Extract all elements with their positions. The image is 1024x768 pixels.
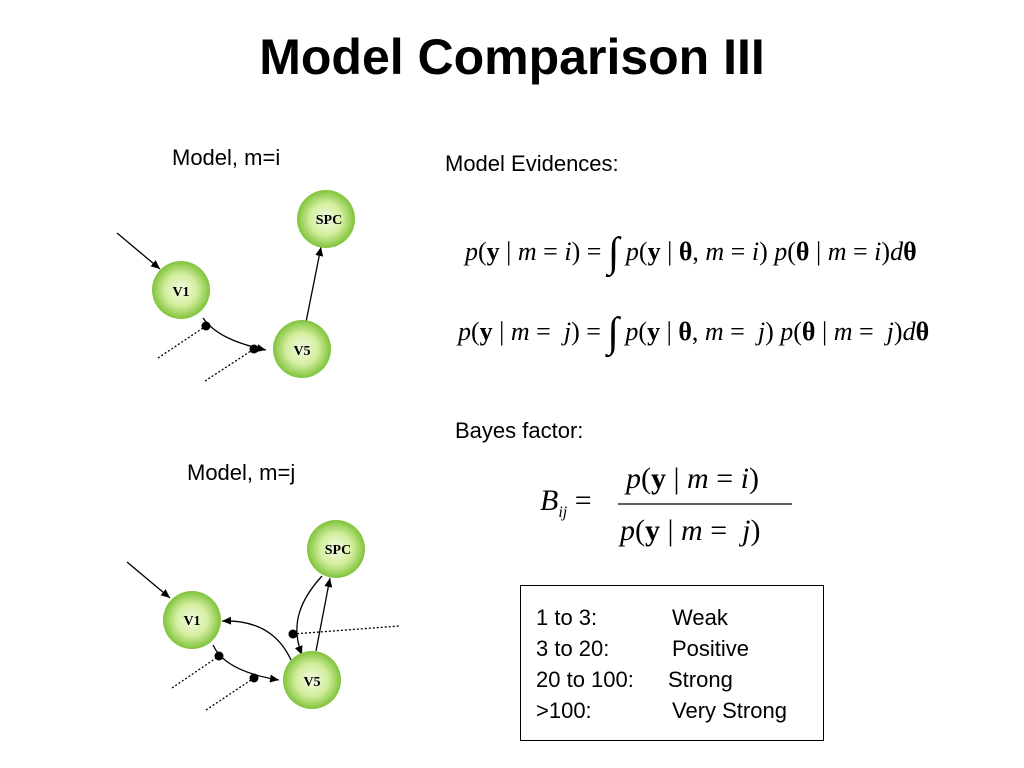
- edge-v5-spc-j: [315, 577, 333, 652]
- evidence-equation-j: p(y | m = j) = ∫ p(y | θ, m = j) p(θ | m…: [458, 310, 930, 356]
- edge-v5-spc-i: [305, 246, 324, 323]
- scale-row: 3 to 20: Positive: [536, 635, 749, 663]
- node-v1-j-label: V1: [183, 614, 200, 629]
- scale-strength: Strong: [668, 667, 733, 692]
- bayes-factor-lhs: Bij =: [540, 484, 592, 521]
- scale-strength: Positive: [672, 636, 750, 661]
- scale-strength: Very Strong: [672, 698, 787, 723]
- node-spc-i: [297, 190, 355, 248]
- input-arrow-i: [116, 232, 161, 270]
- edge-v1-v5-i: [202, 317, 267, 353]
- bayes-scale-box: 1 to 3: Weak 3 to 20: Positive 20 to 100: S…: [520, 585, 824, 741]
- scale-range: >100:: [536, 698, 592, 723]
- node-v1-i: [152, 261, 210, 319]
- evidence-equation-i: p(y | m = i) = ∫ p(y | θ, m = i) p(θ | m…: [465, 230, 917, 276]
- modulator-line-3-j: [292, 625, 400, 635]
- node-v5-i: [273, 320, 331, 378]
- node-spc-j-label: SPC: [325, 543, 351, 558]
- scale-range: 3 to 20:: [536, 636, 610, 661]
- node-spc-i-label: SPC: [316, 213, 342, 228]
- modulator-line-1-j: [171, 655, 220, 689]
- edge-spc-v5-j: [294, 575, 323, 656]
- node-spc-j: [307, 520, 365, 578]
- slide-title: Model Comparison III: [259, 29, 765, 85]
- edge-v5-v1-j: [221, 616, 292, 661]
- bayes-factor-numerator: p(y | m = i): [626, 462, 759, 495]
- scale-row: >100: Very Strong: [536, 697, 787, 725]
- modulator-line-2-i: [204, 348, 255, 382]
- modulator-dot-3-j: [288, 629, 298, 639]
- node-v1-i-label: V1: [172, 285, 189, 300]
- node-v5-i-label: V5: [293, 344, 310, 359]
- scale-range: 1 to 3:: [536, 605, 598, 630]
- modulator-dot-1-i: [201, 321, 211, 331]
- bayes-factor-denominator: p(y | m = j): [620, 514, 761, 547]
- model-i-label: Model, m=i: [172, 145, 281, 170]
- modulator-dot-2-i: [249, 344, 259, 354]
- modulator-dot-2-j: [249, 673, 259, 683]
- modulator-line-1-i: [157, 325, 207, 359]
- model-j-graph: SPC V1 V5: [126, 520, 400, 711]
- modulator-line-2-j: [205, 677, 255, 711]
- edge-v1-v5-j: [212, 644, 280, 683]
- node-v5-j: [283, 651, 341, 709]
- model-j-label: Model, m=j: [187, 460, 296, 485]
- node-v5-j-label: V5: [303, 675, 320, 690]
- scale-range: 20 to 100:: [536, 667, 634, 692]
- input-arrow-j: [126, 561, 171, 599]
- scale-strength: Weak: [672, 605, 728, 630]
- scale-row: 1 to 3: Weak: [536, 604, 728, 632]
- model-evidences-heading: Model Evidences:: [445, 151, 619, 176]
- scale-row: 20 to 100: Strong: [536, 666, 733, 694]
- node-v1-j: [163, 591, 221, 649]
- bayes-factor-heading: Bayes factor:: [455, 418, 584, 443]
- model-i-graph: SPC V1 V5: [116, 190, 355, 382]
- modulator-dot-1-j: [214, 651, 224, 661]
